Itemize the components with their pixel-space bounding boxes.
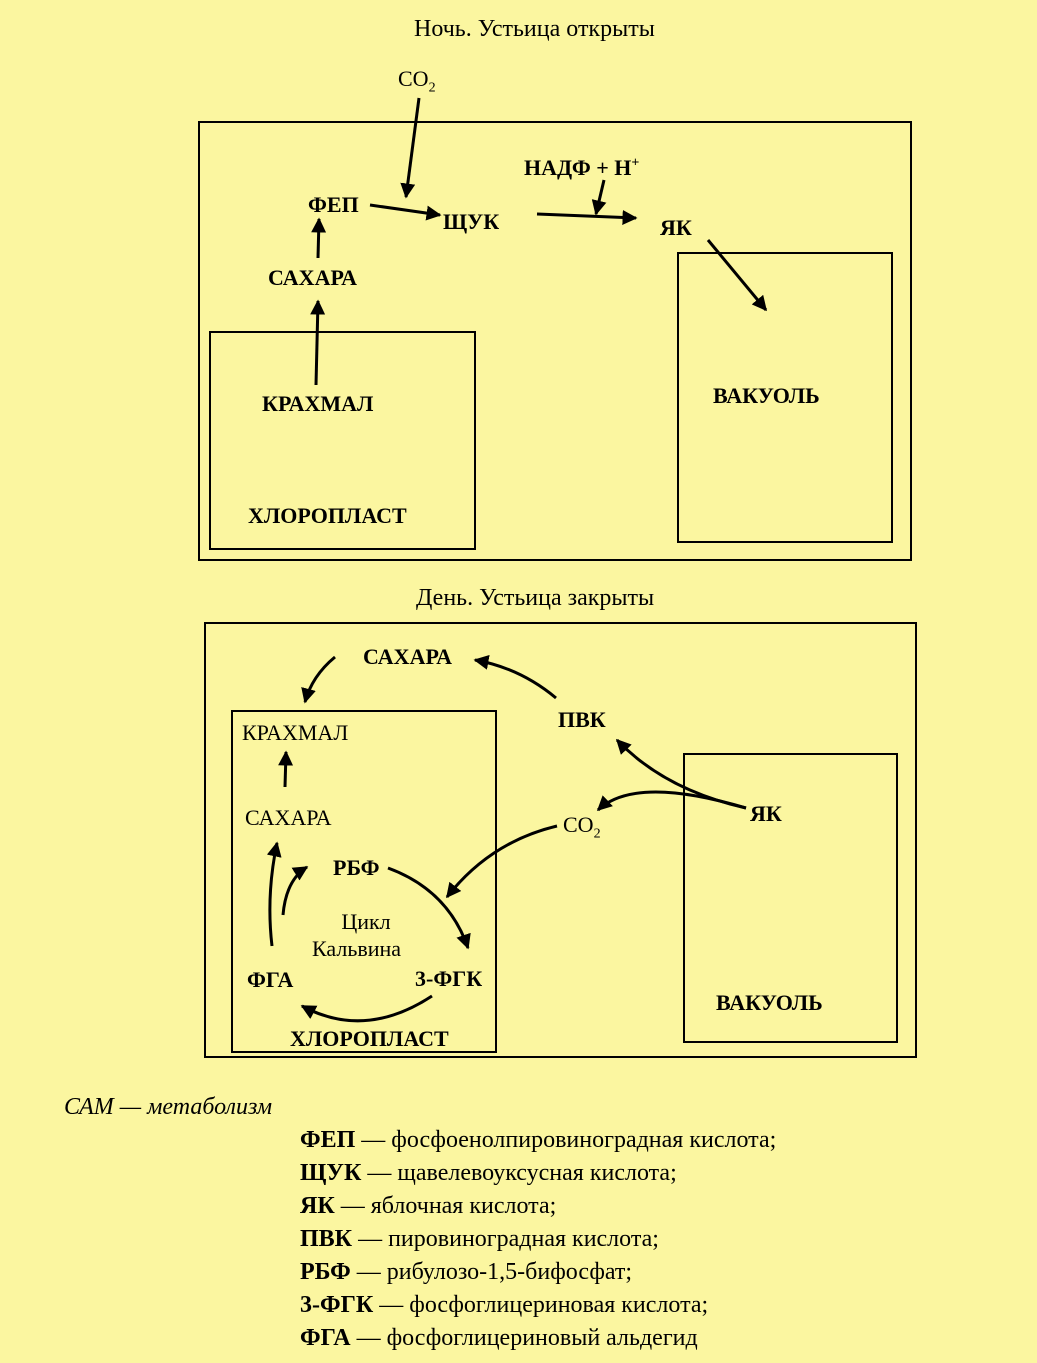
day-cycle-line1: Цикл bbox=[341, 909, 391, 934]
day-co2-to-cycle-arrow bbox=[445, 824, 558, 899]
day-yak-label: ЯК bbox=[750, 801, 782, 826]
night-co2-arrow bbox=[400, 97, 421, 199]
day-fga-label: ФГА bbox=[247, 967, 294, 992]
day-sakhara-to-krakhmal-arrow bbox=[301, 655, 336, 704]
night-chloroplast-label: ХЛОРОПЛАСТ bbox=[248, 503, 407, 528]
day-cell-box bbox=[204, 622, 917, 1058]
day-rbf-to-fgk-arrow bbox=[387, 866, 471, 950]
night-nadf-arrow bbox=[591, 179, 607, 216]
day-chloroplast-label: ХЛОРОПЛАСТ bbox=[290, 1026, 449, 1051]
legend-item: ЩУК — щавелевоуксусная кислота; bbox=[300, 1160, 677, 1186]
legend-item: 3-ФГК — фосфоглицериновая кислота; bbox=[300, 1292, 709, 1318]
legend-item: ФГА — фосфоглицериновый альдегид bbox=[300, 1325, 698, 1351]
day-pvk-to-sakhara-arrow bbox=[473, 654, 557, 700]
night-krakhmal-to-sakhara-arrow bbox=[310, 299, 326, 386]
day-fgk-label: 3-ФГК bbox=[415, 966, 483, 991]
night-co2-label: CO2 bbox=[398, 66, 436, 96]
day-pvk-label: ПВК bbox=[558, 707, 606, 732]
day-fgk-to-fga-arrow bbox=[300, 994, 433, 1023]
day-sakhara-top-label: САХАРА bbox=[363, 644, 452, 669]
day-yak-to-co2-arrow bbox=[596, 790, 747, 812]
day-chloroplast-box bbox=[231, 710, 497, 1053]
night-vacuole-box bbox=[677, 252, 893, 543]
day-cycle-line2: Кальвина bbox=[312, 936, 402, 961]
day-vacuole-label: ВАКУОЛЬ bbox=[716, 990, 823, 1015]
night-krakhmal-label: КРАХМАЛ bbox=[262, 391, 374, 416]
night-yak-to-vacuole-arrow bbox=[706, 239, 768, 312]
night-shchuk-label: ЩУК bbox=[443, 209, 500, 234]
night-sakhara-label: САХАРА bbox=[268, 265, 357, 290]
day-rbf-label: РБФ bbox=[333, 855, 380, 880]
legend-heading: САМ — метаболизм bbox=[64, 1094, 273, 1120]
day-krakhmal-label: КРАХМАЛ bbox=[242, 720, 349, 745]
day-vacuole-box bbox=[683, 753, 898, 1043]
legend-item: ФЕП — фосфоенолпировиноградная кислота; bbox=[300, 1127, 777, 1153]
night-cell-box bbox=[198, 121, 912, 561]
night-title: Ночь. Устьица открыты bbox=[414, 16, 655, 42]
day-sakhara-inner-label: САХАРА bbox=[245, 805, 332, 830]
day-title: День. Устьица закрыты bbox=[416, 585, 655, 611]
day-cycle-to-sakhara-arrow bbox=[281, 865, 309, 916]
night-sakhara-to-fep-arrow bbox=[311, 217, 327, 259]
night-yak-label: ЯК bbox=[660, 215, 692, 240]
night-vacuole-label: ВАКУОЛЬ bbox=[713, 383, 820, 408]
day-co2-label: CO2 bbox=[563, 812, 601, 842]
night-fep-to-shchuk-arrow bbox=[369, 203, 442, 221]
night-shchuk-to-yak-arrow bbox=[536, 209, 638, 225]
legend-item: ЯК — яблочная кислота; bbox=[300, 1193, 557, 1219]
legend-item: ПВК — пировиноградная кислота; bbox=[300, 1226, 659, 1252]
night-chloroplast-box bbox=[209, 331, 476, 550]
day-yak-to-pvk-arrow bbox=[615, 738, 747, 810]
day-sakhara-to-krakhmal-inner-arrow bbox=[278, 750, 294, 788]
day-fga-to-sakhara-arrow bbox=[266, 841, 282, 947]
legend-item: РБФ — рибулозо-1,5-бифосфат; bbox=[300, 1259, 633, 1285]
night-fep-label: ФЕП bbox=[308, 192, 359, 217]
night-nadf-label: НАДФ + Н+ bbox=[524, 155, 640, 180]
